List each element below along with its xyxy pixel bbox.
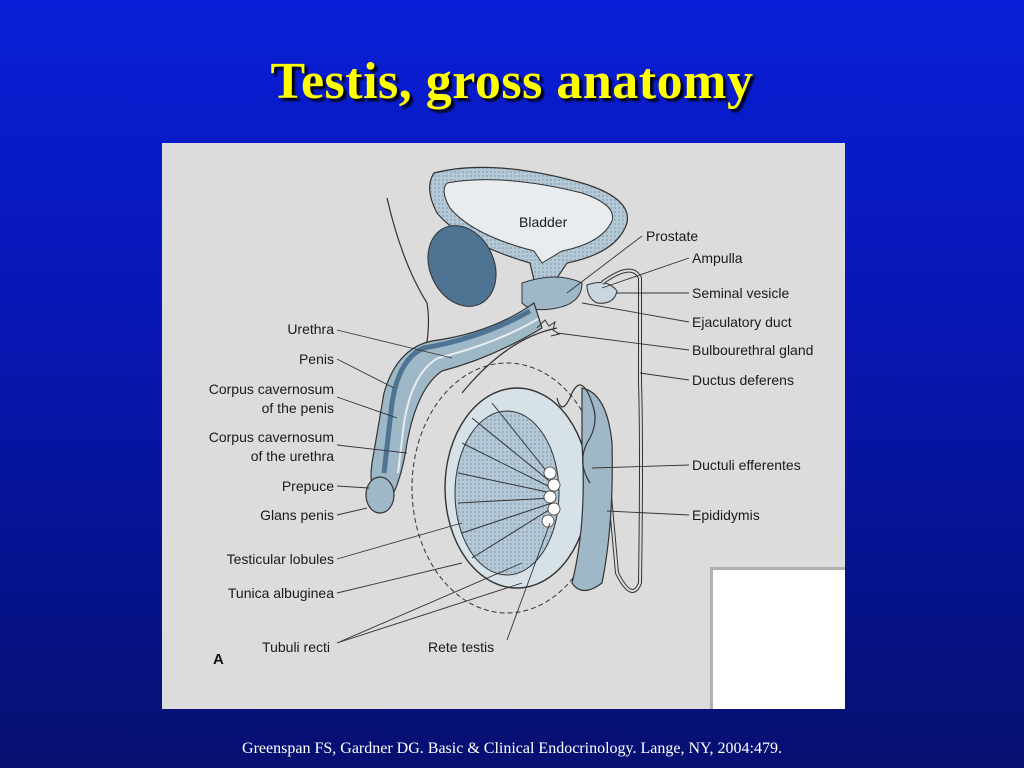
- label-ampulla: Ampulla: [692, 250, 743, 266]
- pubic-bone: [427, 225, 497, 307]
- label-prepuce: Prepuce: [281, 478, 334, 494]
- label-epididymis: Epididymis: [692, 507, 760, 523]
- leader-lines: [336, 235, 690, 644]
- label-penis: Penis: [298, 351, 334, 367]
- anatomy-figure: Bladder Prostate Ampulla Seminal vesicle…: [162, 143, 845, 709]
- label-ejaculatory-duct: Ejaculatory duct: [692, 314, 792, 330]
- label-ductuli-efferentes: Ductuli efferentes: [692, 457, 801, 473]
- glans-shape: [365, 476, 395, 514]
- epididymis-shape: [571, 387, 613, 592]
- rete-testis-shape: [541, 466, 561, 528]
- label-glans-penis: Glans penis: [260, 507, 334, 523]
- label-prostate: Prostate: [646, 228, 699, 244]
- corpus-cavernosum-shape: [381, 308, 532, 474]
- label-corpus-cavernosum-urethra-2: of the urethra: [250, 448, 334, 464]
- label-corpus-cavernosum-urethra-1: Corpus cavernosum: [208, 429, 334, 445]
- label-rete-testis: Rete testis: [428, 639, 495, 655]
- panel-letter: A: [213, 651, 224, 668]
- label-bladder: Bladder: [519, 214, 568, 230]
- ductuli-efferentes-coils: [556, 384, 596, 484]
- blank-overlay-box: [710, 567, 845, 709]
- slide-title: Testis, gross anatomy: [270, 53, 754, 110]
- label-corpus-cavernosum-penis-2: of the penis: [261, 400, 334, 416]
- label-tubuli-recti: Tubuli recti: [262, 639, 330, 655]
- urethra-channel: [397, 318, 539, 474]
- testicular-lobules-region: [454, 410, 560, 576]
- label-testicular-lobules: Testicular lobules: [226, 551, 334, 567]
- citation: Greenspan FS, Gardner DG. Basic & Clinic…: [242, 740, 782, 757]
- anatomy-illustration: [336, 166, 690, 644]
- label-corpus-cavernosum-penis-1: Corpus cavernosum: [208, 381, 334, 397]
- label-bulbourethral-gland: Bulbourethral gland: [692, 342, 814, 358]
- lobule-septa: [457, 402, 553, 559]
- body-contour-inner: [461, 327, 558, 394]
- label-urethra: Urethra: [287, 321, 334, 337]
- bladder-lumen: [443, 179, 614, 264]
- seminal-vesicle-shape: [586, 282, 618, 304]
- label-ductus-deferens: Ductus deferens: [692, 372, 794, 388]
- label-seminal-vesicle: Seminal vesicle: [692, 285, 790, 301]
- bulbourethral-gland-shape: [536, 319, 561, 337]
- label-tunica-albuginea: Tunica albuginea: [227, 585, 334, 601]
